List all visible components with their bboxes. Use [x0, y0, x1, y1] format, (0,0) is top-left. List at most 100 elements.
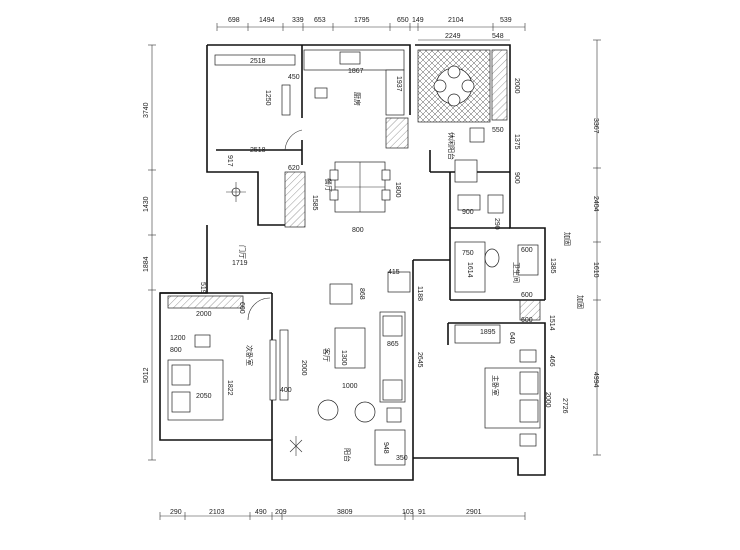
dim-900b: 900: [462, 209, 474, 216]
dim-2000b: 2000: [196, 311, 212, 318]
right-dimension-line: 3367 2404 1610 4994: [592, 39, 601, 456]
dim-519: 519: [199, 282, 206, 294]
dim-right-1: 2404: [592, 196, 599, 212]
room-leisure-balcony: 休闲阳台: [447, 132, 456, 160]
dim-bottom-2: 490: [255, 509, 267, 516]
dim-1000: 1000: [342, 383, 358, 390]
dim-bottom-1: 2103: [209, 509, 225, 516]
dim-450: 450: [288, 74, 300, 81]
label-niche: 加固: [563, 232, 572, 246]
bathroom-fixtures: [454, 159, 541, 344]
dim-bottom-5: 103: [402, 509, 414, 516]
dim-top-5: 650: [397, 17, 409, 24]
dim-350: 350: [396, 455, 408, 462]
dim-left-3: 5012: [143, 367, 150, 383]
dim-800a: 800: [352, 227, 364, 234]
dim-1514: 1514: [548, 315, 555, 331]
dim-2518a: 2518: [250, 58, 266, 65]
dim-right-0: 3367: [592, 118, 599, 134]
dim-top-1: 1494: [259, 17, 275, 24]
leisure-balcony-floor: [417, 49, 508, 143]
dim-top-7: 2104: [448, 17, 464, 24]
dining-table: [284, 161, 391, 228]
dim-290: 290: [493, 218, 500, 230]
dim-1188: 1188: [416, 286, 423, 301]
dim-1719: 1719: [232, 260, 248, 267]
dim-1614: 1614: [466, 262, 473, 278]
bottom-dimension-line: 290 2103 490 209 3809 103 91 2901: [159, 509, 526, 520]
room-bathroom: 卫生间: [512, 262, 521, 283]
kitchen-fixtures: [214, 49, 409, 151]
left-dimension-line: 3740 1430 1884 5012: [143, 44, 156, 461]
room-labels: 厨房 休闲阳台 餐厅 门厅 客厅 次卧室 主卧室 阳台 卫生间 加固 加固: [238, 92, 585, 462]
dim-600c: 600: [238, 302, 245, 314]
dim-left-0: 3740: [143, 102, 150, 118]
dim-865: 865: [387, 341, 399, 348]
master-bedroom-furniture: [484, 349, 541, 447]
dim-top-4: 1795: [354, 17, 370, 24]
room-master-bedroom: 主卧室: [491, 375, 500, 396]
room-entry: 门厅: [238, 245, 247, 259]
dim-620: 620: [288, 165, 300, 172]
entry-plant-icon: [226, 182, 246, 202]
dim-750: 750: [462, 250, 474, 257]
dim-right-3: 4994: [592, 372, 599, 388]
dim-900a: 900: [513, 172, 520, 184]
dim-550: 550: [492, 127, 504, 134]
dim-1585: 1585: [311, 195, 318, 211]
dim-948: 948: [382, 442, 389, 454]
dim-415: 415: [388, 269, 400, 276]
dim-bottom-4: 3809: [337, 509, 353, 516]
dim-800b: 800: [170, 347, 182, 354]
room-second-bedroom: 次卧室: [245, 345, 254, 366]
dim-top-0: 698: [228, 17, 240, 24]
dim-1937: 1937: [395, 76, 402, 92]
dim-2000a: 2000: [513, 78, 520, 94]
room-kitchen: 厨房: [353, 92, 362, 106]
dim-bottom-3: 209: [275, 509, 287, 516]
label-niche-2: 加固: [576, 295, 585, 309]
living-room-furniture: [279, 271, 411, 466]
dim-2000d: 2000: [544, 392, 551, 408]
dim-top-8: 539: [500, 17, 512, 24]
dim-2050: 2050: [196, 393, 212, 400]
dim-868: 868: [358, 288, 365, 300]
dim-600b: 600: [521, 317, 533, 324]
dim-1385: 1385: [549, 258, 556, 274]
dim-top-2: 339: [292, 17, 304, 24]
dim-1822: 1822: [226, 380, 233, 396]
dim-top-6: 149: [412, 17, 424, 24]
dim-1800a: 1800: [394, 182, 401, 198]
dim-1200: 1200: [170, 335, 186, 342]
dim-left-2: 1884: [143, 256, 150, 272]
dim-top-inner-0: 2249: [445, 33, 461, 40]
dim-top-inner-1: 548: [492, 33, 504, 40]
dim-1250: 1250: [264, 90, 271, 106]
dim-2518b: 2518: [250, 147, 266, 154]
dim-466: 466: [548, 355, 555, 367]
dim-1300: 1300: [340, 350, 347, 366]
dim-right-2: 1610: [592, 262, 599, 278]
dim-bottom-0: 290: [170, 509, 182, 516]
dim-917: 917: [226, 155, 233, 167]
dim-top-3: 653: [314, 17, 326, 24]
dim-1867: 1867: [348, 68, 364, 75]
top-dimension-line: 698 1494 339 653 1795 650 149 2104 539 2…: [216, 17, 526, 41]
inner-dimensions: 2518 1867 450 1250 1937 2000 550 1375 25…: [170, 58, 568, 462]
dim-2726: 2726: [561, 398, 568, 414]
dim-bottom-6: 91: [418, 509, 426, 516]
room-living: 客厅: [322, 348, 331, 362]
second-bedroom-furniture: [167, 295, 277, 421]
room-dining: 餐厅: [324, 178, 333, 192]
dim-1375: 1375: [513, 134, 520, 150]
dim-2645: 2645: [416, 352, 423, 368]
dim-2000c: 2000: [300, 360, 307, 376]
dim-1895: 1895: [480, 329, 496, 336]
dim-640: 640: [508, 332, 515, 344]
dim-bottom-7: 2901: [466, 509, 482, 516]
dim-600d: 600: [521, 292, 533, 299]
dim-600a: 600: [521, 247, 533, 254]
dim-left-1: 1430: [143, 196, 150, 212]
dim-400: 400: [280, 387, 292, 394]
